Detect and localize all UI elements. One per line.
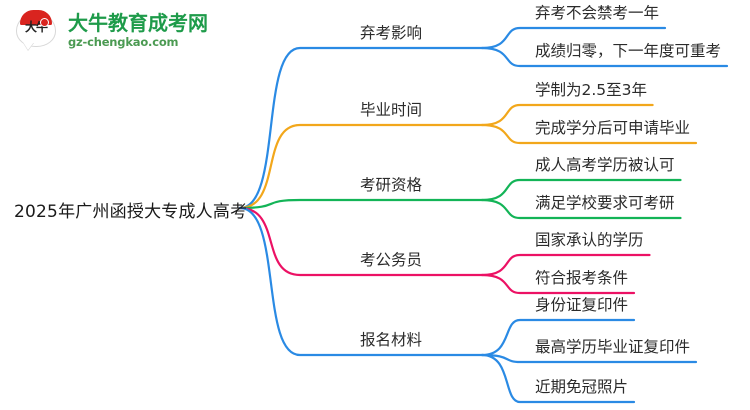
- logo-subtitle: gz-chengkao.com: [68, 35, 179, 50]
- mindmap-connector: [480, 353, 636, 404]
- leaf-node-2-2[interactable]: 完成学分后可申请毕业: [535, 119, 691, 137]
- mindmap-connector: [480, 123, 698, 145]
- leaf-node-5-1[interactable]: 身份证复印件: [535, 296, 629, 314]
- mindmap-connector: [238, 123, 484, 210]
- mindmap-connector: [480, 198, 682, 220]
- mindmap-connector: [480, 26, 667, 50]
- logo-dot-shape: [40, 18, 49, 27]
- mindmap-connector: [238, 206, 484, 277]
- mindmap-connector: [238, 198, 484, 210]
- logo-bubble-tail: [23, 42, 34, 50]
- logo-title: 大牛教育成考网: [68, 11, 208, 36]
- branch-node-2[interactable]: 毕业时间: [359, 101, 423, 119]
- logo-icon: 大牛: [14, 9, 60, 53]
- mindmap-connector: [480, 273, 636, 295]
- mindmap-connector: [480, 178, 682, 202]
- mindmap-connector: [480, 253, 651, 277]
- mindmap-connector: [238, 206, 484, 357]
- mindmap-connector: [480, 318, 636, 357]
- root-node-label: 2025年广州函授大专成人高考: [14, 202, 248, 222]
- leaf-node-5-3[interactable]: 近期免冠照片: [535, 378, 629, 396]
- leaf-node-5-2[interactable]: 最高学历毕业证复印件: [535, 338, 691, 356]
- leaf-node-4-2[interactable]: 符合报考条件: [535, 269, 629, 287]
- branch-node-1[interactable]: 弃考影响: [359, 24, 423, 42]
- branch-node-3[interactable]: 考研资格: [359, 176, 423, 194]
- mindmap-connector: [480, 46, 729, 68]
- branch-node-5[interactable]: 报名材料: [359, 331, 423, 349]
- mindmap-connector: [238, 46, 484, 210]
- leaf-node-1-2[interactable]: 成绩归零，下一年度可重考: [535, 42, 722, 60]
- leaf-node-2-1[interactable]: 学制为2.5至3年: [535, 81, 648, 99]
- leaf-node-1-1[interactable]: 弃考不会禁考一年: [535, 4, 660, 22]
- site-logo: 大牛 大牛教育成考网 gz-chengkao.com: [14, 6, 234, 56]
- leaf-node-3-1[interactable]: 成人高考学历被认可: [535, 156, 675, 174]
- leaf-node-3-2[interactable]: 满足学校要求可考研: [535, 194, 675, 212]
- mindmap-connector: [480, 103, 654, 127]
- logo-text-group: 大牛教育成考网 gz-chengkao.com: [68, 13, 208, 49]
- branch-node-4[interactable]: 考公务员: [359, 251, 423, 269]
- leaf-node-4-1[interactable]: 国家承认的学历: [535, 231, 644, 249]
